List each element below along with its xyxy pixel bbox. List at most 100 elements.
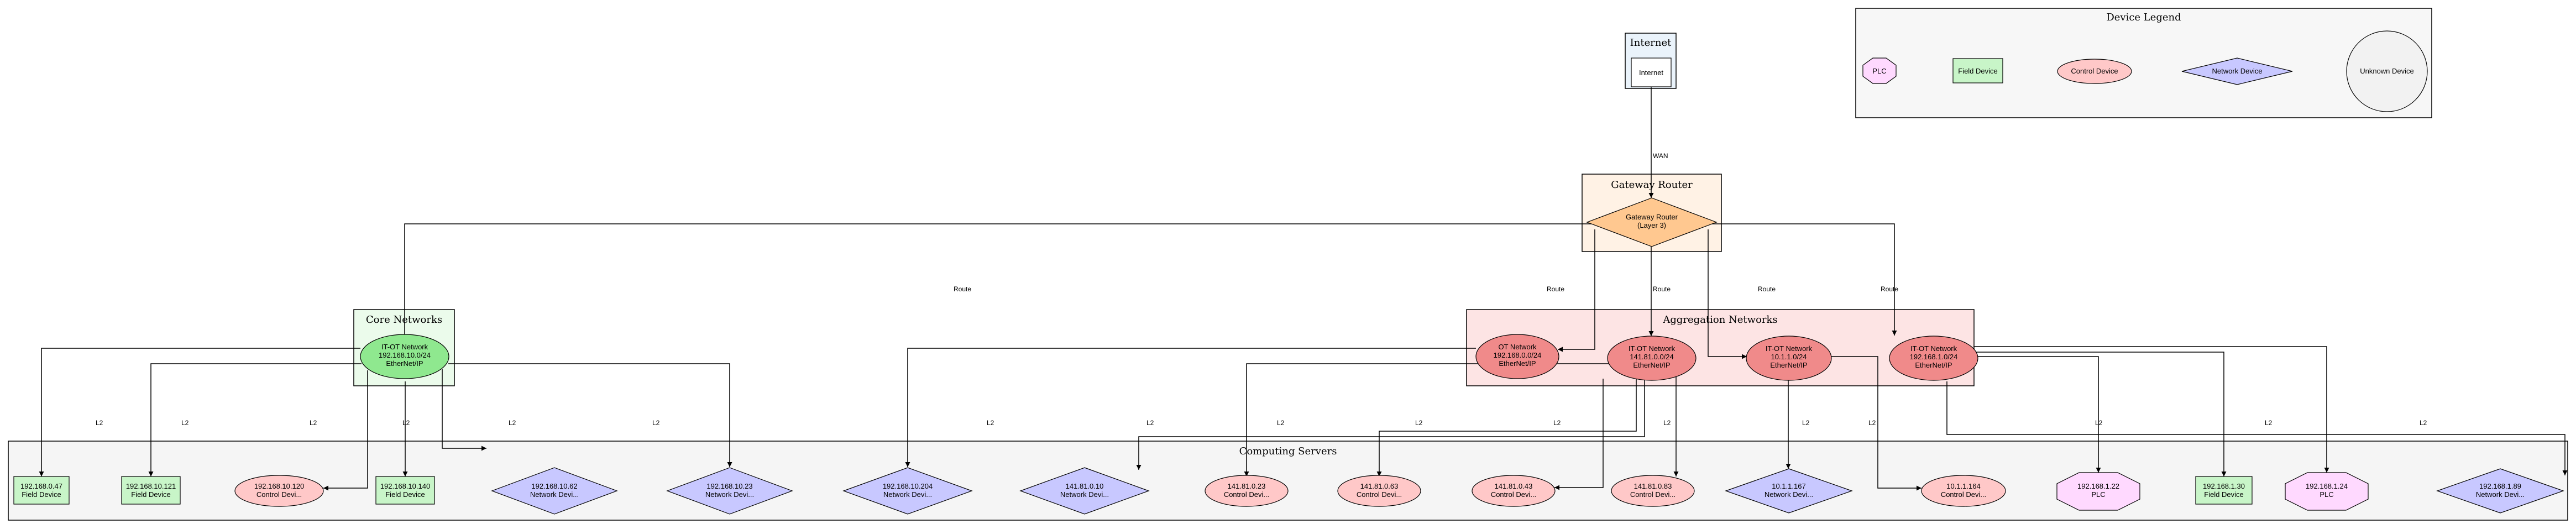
legend-network-device-label: Network Device <box>2212 67 2262 75</box>
edges <box>39 87 2568 491</box>
edge-141-s11 <box>1554 379 1604 490</box>
cluster-core-label: Core Networks <box>366 314 442 326</box>
node-gateway-router[interactable]: Gateway Router(Layer 3) <box>1586 197 1718 247</box>
legend-unknown-device-label: Unknown Device <box>2360 67 2414 75</box>
legend-network-device: Network Device <box>2181 57 2293 85</box>
cluster-legend-label: Device Legend <box>2106 12 2181 23</box>
edge-192-1-s16 <box>1968 352 2227 476</box>
edge-label-l2: L2 <box>1868 419 1876 427</box>
device-line-0: 192.168.10.62 <box>531 482 577 490</box>
device-line-1: Control Devi... <box>1630 490 1676 499</box>
edge-label-l2: L2 <box>2095 419 2103 427</box>
device-line-1: Network Devi... <box>1060 490 1109 499</box>
edge-core-s06 <box>448 363 732 467</box>
edge-label-l2: L2 <box>1802 419 1810 427</box>
edge-label-l2: L2 <box>96 419 103 427</box>
edge-label-l2: L2 <box>1277 419 1285 427</box>
node-core-network-line-2: EtherNet/IP <box>386 359 423 368</box>
cluster-servers: Computing Servers <box>8 441 2568 521</box>
device-line-1: PLC <box>2091 490 2105 499</box>
edge-core-s05 <box>442 369 486 451</box>
edge-gateway-192-1 <box>1689 223 1897 336</box>
node-ot-network-line-1: 192.168.0.0/24 <box>1494 351 1542 359</box>
legend-plc-label: PLC <box>1872 67 1886 75</box>
device-line-0: 192.168.1.30 <box>2203 482 2245 490</box>
edge-label-l2: L2 <box>1663 419 1671 427</box>
edge-label-route: Route <box>1758 285 1776 293</box>
node-10-network-line-2: EtherNet/IP <box>1770 361 1807 369</box>
node-ot-network-line-2: EtherNet/IP <box>1499 359 1536 368</box>
device-line-1: Network Devi... <box>530 490 579 499</box>
edge-label-route: Route <box>1881 285 1898 293</box>
cluster-servers-label: Computing Servers <box>1239 446 1337 457</box>
device-line-1: Network Devi... <box>2476 490 2525 499</box>
device-line-0: 192.168.1.22 <box>2077 482 2119 490</box>
device-line-1: PLC <box>2320 490 2333 499</box>
device-line-0: 192.168.10.121 <box>126 482 176 490</box>
node-ot-network-line-0: OT Network <box>1498 343 1537 351</box>
edge-gateway-core <box>402 223 1614 340</box>
legend-field-device-label: Field Device <box>1958 67 1998 75</box>
edge-label-l2: L2 <box>1146 419 1154 427</box>
edge-10-s14 <box>1831 356 1921 491</box>
device-line-1: Control Devi... <box>1941 490 1986 499</box>
node-internet[interactable]: Internet <box>1631 57 1672 87</box>
node-10-network-line-1: 10.1.1.0/24 <box>1771 353 1807 361</box>
device-line-1: Network Devi... <box>883 490 932 499</box>
edge-labels: WAN Route Route Route Route Route L2 L2 … <box>96 152 2427 427</box>
edge-141-s10 <box>1376 373 1637 476</box>
device-line-1: Control Devi... <box>1357 490 1402 499</box>
nodes: Internet Gateway Router(Layer 3) IT-OT N… <box>13 30 2564 515</box>
edge-label-l2: L2 <box>1415 419 1423 427</box>
device-line-0: 192.168.10.23 <box>706 482 752 490</box>
edge-label-l2: L2 <box>310 419 317 427</box>
node-192-1-network-line-0: IT-OT Network <box>1910 344 1957 353</box>
device-line-1: Field Device <box>131 490 171 499</box>
node-gateway-router-line-1: (Layer 3) <box>1637 221 1666 229</box>
cluster-aggregation: Aggregation Networks <box>1466 309 1975 386</box>
device-line-1: Control Devi... <box>1224 490 1269 499</box>
edge-label-route: Route <box>1653 285 1671 293</box>
svg-text:Internet: Internet <box>1639 69 1663 77</box>
legend-plc: PLC <box>1862 57 1897 84</box>
node-gateway-router-line-0: Gateway Router <box>1626 213 1678 221</box>
cluster-aggregation-label: Aggregation Networks <box>1662 314 1777 326</box>
edge-label-wan: WAN <box>1653 152 1668 160</box>
node-core-network-line-0: IT-OT Network <box>381 343 428 351</box>
device-line-0: 192.168.10.204 <box>883 482 933 490</box>
edge-141-s08 <box>1136 376 1645 470</box>
device-line-0: 141.81.0.23 <box>1228 482 1266 490</box>
